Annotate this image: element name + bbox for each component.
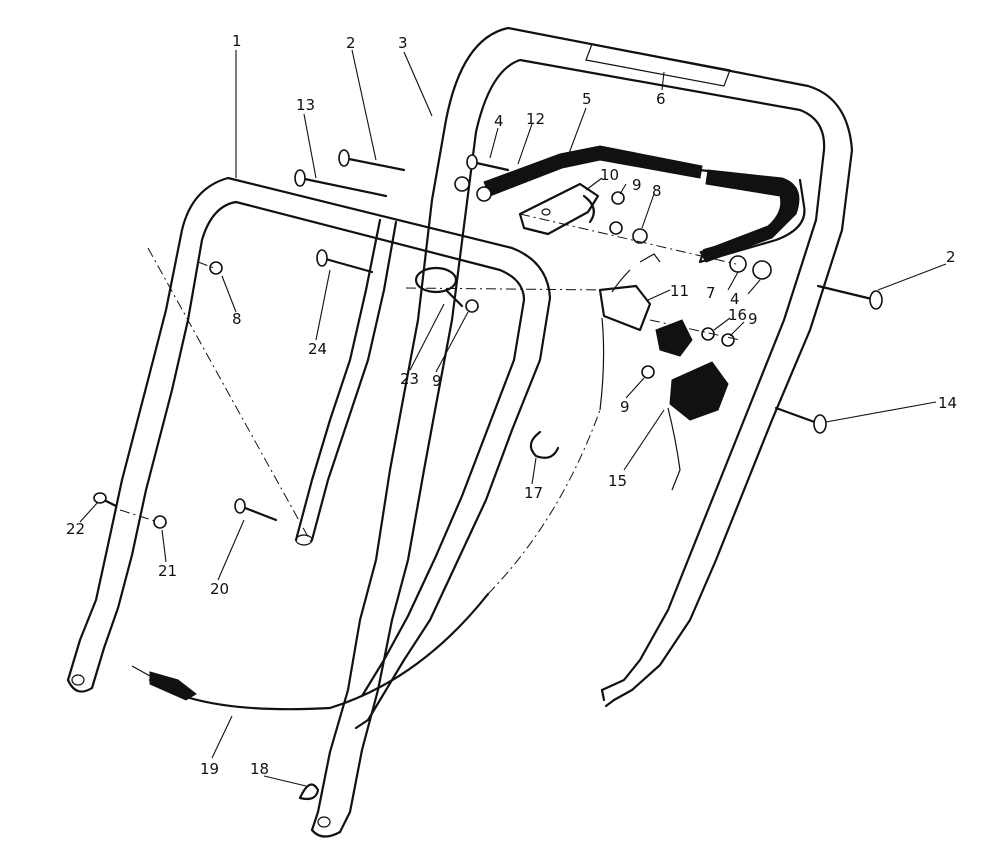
callout-1: 1: [232, 32, 242, 50]
callout-8: 8: [652, 182, 662, 200]
callout-6: 6: [656, 90, 666, 108]
control-cable: [131, 409, 601, 711]
callout-3: 3: [398, 34, 408, 52]
callout-15: 15: [608, 472, 627, 490]
callout-7: 7: [706, 284, 716, 302]
callout-19: 19: [200, 760, 219, 778]
callout-18: 18: [250, 760, 269, 778]
callout-23: 23: [400, 370, 419, 388]
callout-9b: 9: [748, 310, 758, 328]
lower-handle: [66, 176, 552, 730]
callout-8b: 8: [232, 310, 242, 328]
pins-clips: [298, 266, 560, 801]
callout-4b: 4: [730, 290, 740, 308]
callout-9c: 9: [432, 372, 442, 390]
callout-2b: 2: [946, 248, 956, 266]
callout-14: 14: [938, 394, 957, 412]
callout-17: 17: [524, 484, 543, 502]
callout-16: 16: [728, 306, 747, 324]
bracket: [518, 182, 600, 236]
bolts: [93, 149, 883, 522]
callout-24: 24: [308, 340, 327, 358]
callout-5: 5: [582, 90, 592, 108]
nuts-washers: [153, 176, 772, 529]
callout-11: 11: [670, 282, 689, 300]
callout-9: 9: [632, 176, 642, 194]
callout-20: 20: [210, 580, 229, 598]
assembly-lines: [119, 213, 741, 545]
callout-10: 10: [600, 166, 619, 184]
callout-21: 21: [158, 562, 177, 580]
upper-bar: [482, 145, 806, 264]
switch-bracket: [598, 253, 661, 411]
inner-tube: [294, 218, 398, 546]
callout-13: 13: [296, 96, 315, 114]
callout-labels: 1 2 3 13 5 6 4 12 10 9 8 2 7 4 11 16 9 8…: [66, 32, 957, 778]
callout-4: 4: [494, 112, 504, 130]
upper-handle: [310, 26, 854, 838]
control-box: [655, 319, 729, 491]
callout-9d: 9: [620, 398, 630, 416]
callout-2: 2: [346, 34, 356, 52]
leader-lines: [79, 49, 947, 787]
callout-22: 22: [66, 520, 85, 538]
callout-12: 12: [526, 110, 545, 128]
